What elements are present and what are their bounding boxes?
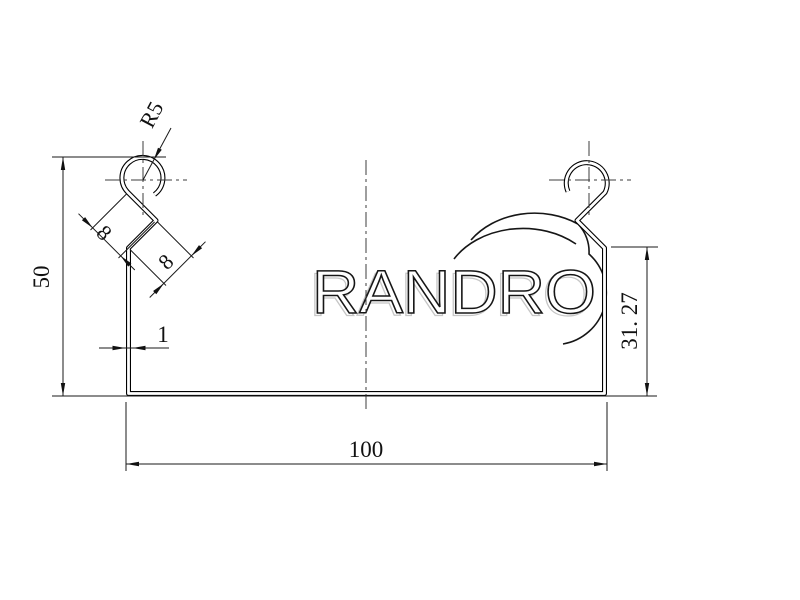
dim-arrowhead	[112, 345, 126, 351]
r5-arrowhead	[153, 147, 162, 161]
dimension-radius-r5: R5	[134, 97, 172, 181]
dim-arrowhead	[81, 217, 93, 228]
dimension-height-50: 50	[29, 156, 657, 397]
dimension-right-wall-31-27: 31. 27	[611, 246, 658, 396]
dimension-hook-upper-8: 8	[78, 193, 155, 271]
dim-arrowhead	[60, 157, 66, 170]
r5-label: R5	[134, 97, 168, 131]
dim-value: 31. 27	[617, 292, 642, 350]
dim-value: 8	[153, 249, 178, 274]
dim-value: 1	[157, 322, 169, 347]
dim-arrowhead	[120, 255, 132, 267]
dim-arrowhead	[594, 461, 607, 467]
dim-arrowhead	[644, 383, 650, 396]
watermark-swoosh-inner-arc	[453, 227, 577, 260]
ext-line	[129, 249, 167, 286]
dim-value: 100	[349, 437, 384, 462]
watermark-ghost-text: RANDRO	[310, 261, 594, 329]
ext-line	[90, 193, 127, 231]
dim-arrowhead	[132, 345, 146, 351]
ext-line	[118, 221, 155, 259]
centerlines	[105, 141, 631, 412]
dimension-width-100: 100	[125, 402, 608, 471]
dim-arrowhead	[644, 247, 650, 260]
dim-arrowhead	[191, 245, 203, 256]
dimension-thickness-1: 1	[99, 322, 169, 351]
watermark-text: RANDRO	[312, 258, 596, 326]
ext-line	[157, 221, 194, 259]
profile-cross-section	[119, 154, 610, 396]
watermark: RANDRO RANDRO	[309, 212, 608, 345]
dim-arrowhead	[60, 383, 66, 396]
dim-value: 8	[92, 220, 117, 245]
profile-outline-hollow	[120, 156, 609, 395]
dim-arrowhead	[153, 283, 164, 295]
watermark-swoosh-outer-arc	[470, 212, 608, 345]
dim-value: 50	[29, 266, 54, 289]
dim-arrowhead	[126, 461, 139, 467]
